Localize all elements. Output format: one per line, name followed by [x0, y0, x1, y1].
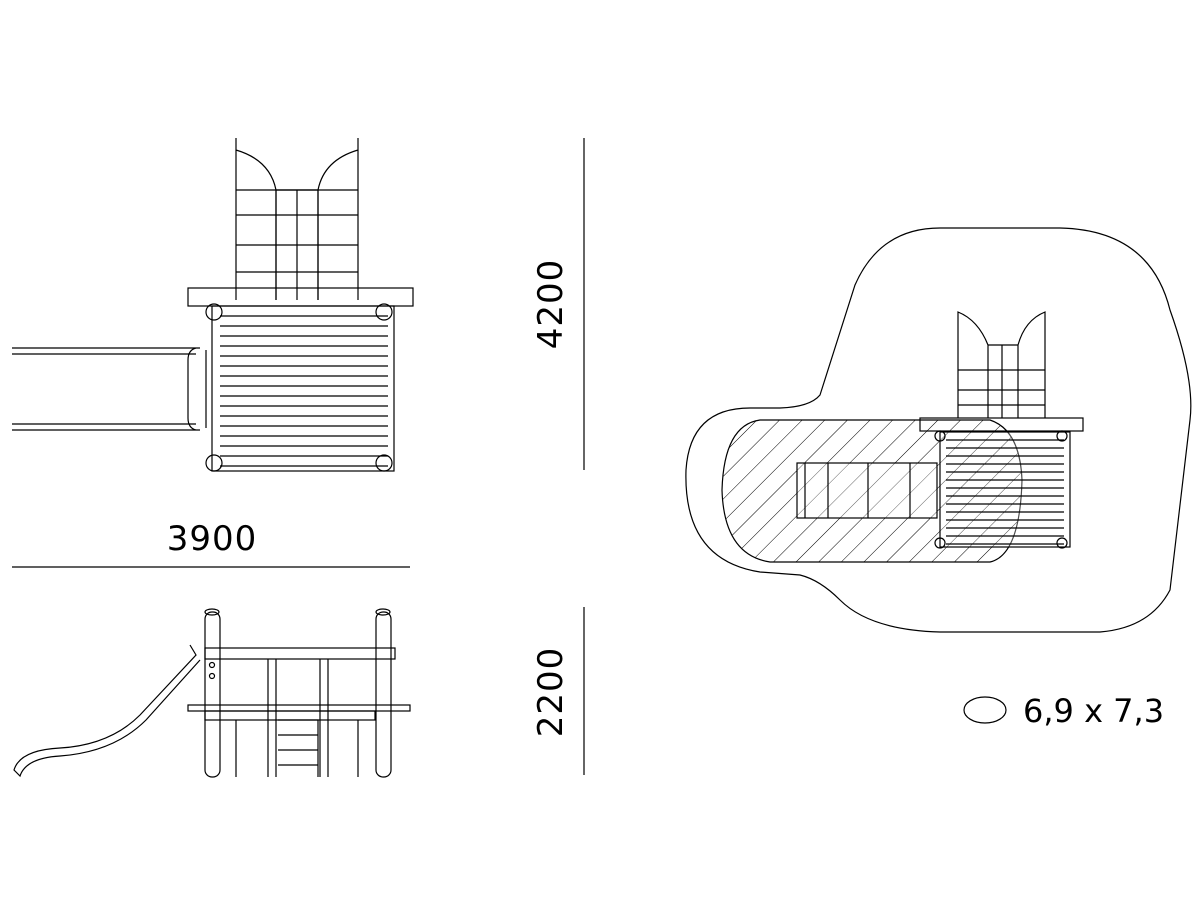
- climbing-net-plan: [235, 138, 359, 300]
- post: [205, 454, 223, 472]
- top-beam: [187, 287, 414, 307]
- deck-plan: [211, 305, 395, 472]
- side-view: [13, 608, 411, 778]
- plan-view: [12, 138, 414, 472]
- safety-area-plan: [685, 227, 1192, 633]
- post: [375, 303, 393, 321]
- slide-plan: [12, 347, 207, 431]
- post: [375, 454, 393, 472]
- dimension-width: 3900: [167, 519, 258, 559]
- legend-ellipse-icon: [963, 696, 1007, 724]
- dimension-plan-height: 4200: [531, 259, 571, 350]
- dimension-side-height: 2200: [531, 647, 571, 738]
- safety-area-size: 6,9 x 7,3: [1023, 692, 1164, 730]
- safety-zone-outline: [685, 227, 1192, 633]
- post: [205, 303, 223, 321]
